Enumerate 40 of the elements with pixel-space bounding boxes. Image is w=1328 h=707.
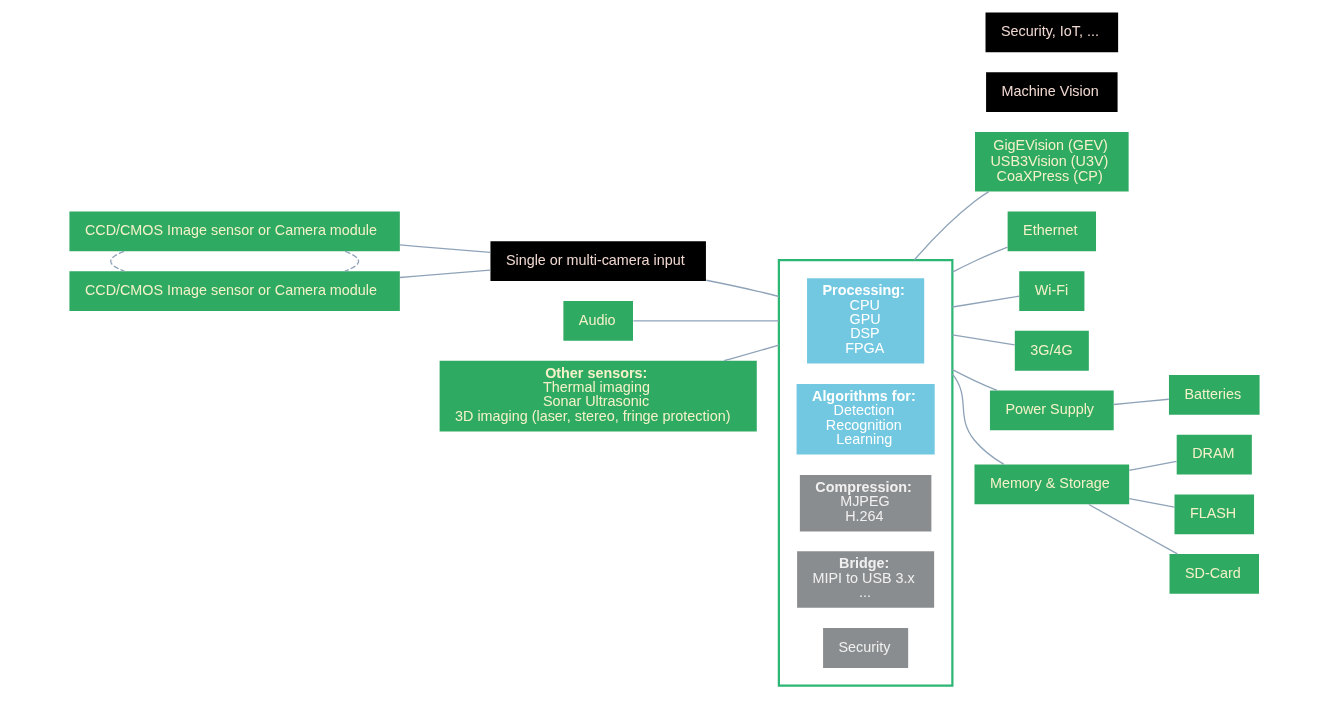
node-box: Power Supply (989, 390, 1114, 431)
connector (1128, 498, 1175, 508)
node-box: Machine Vision (985, 72, 1118, 113)
node-box: Other sensors: Thermal imaging Sonar Ultrasonic 3D imaging (laser, stereo, fringe protection) (439, 360, 757, 432)
node-box: Audio (562, 301, 633, 341)
node-box: CCD/CMOS Image sensor or Camera module (68, 211, 400, 252)
node-box: GigEVision (GEV) USB3Vision (U3V) CoaXPress (CP) (974, 131, 1129, 192)
node-box: Processing: CPU GPU DSP FPGA (806, 278, 924, 364)
connector (951, 369, 998, 392)
connector (705, 279, 780, 298)
node-box: DRAM (1176, 434, 1252, 475)
connector (913, 190, 989, 261)
connector (109, 250, 125, 272)
connector (398, 269, 491, 279)
node-box: Bridge: MIPI to USB 3.x ... (796, 551, 934, 608)
connector (951, 246, 1008, 273)
node-box: Algorithms for: Detection Recognition Learning (796, 383, 935, 455)
connector (1112, 398, 1169, 406)
connector (398, 244, 491, 254)
node-box: SD-Card (1169, 554, 1259, 594)
node-box: Single or multi-camera input (489, 241, 706, 282)
node-box: Security (822, 628, 908, 668)
node-box: FLASH (1174, 494, 1254, 535)
node-box: Wi-Fi (1018, 271, 1084, 311)
node-box: Security, IoT, ... (985, 12, 1118, 53)
node-box: Compression: MJPEG H.264 (799, 475, 931, 532)
connector (632, 320, 780, 322)
connector (951, 295, 1020, 308)
node-box: Memory & Storage (973, 464, 1129, 505)
connector (951, 334, 1015, 346)
node-box: Ethernet (1007, 211, 1096, 252)
connector (343, 250, 359, 272)
connector (1128, 460, 1177, 471)
node-box: 3G/4G (1014, 330, 1089, 371)
node-box: CCD/CMOS Image sensor or Camera module (68, 271, 400, 311)
connector (1087, 503, 1178, 555)
connector (951, 373, 1005, 466)
connector (722, 344, 780, 362)
node-box: Batteries (1168, 375, 1260, 415)
cluster (777, 259, 953, 687)
